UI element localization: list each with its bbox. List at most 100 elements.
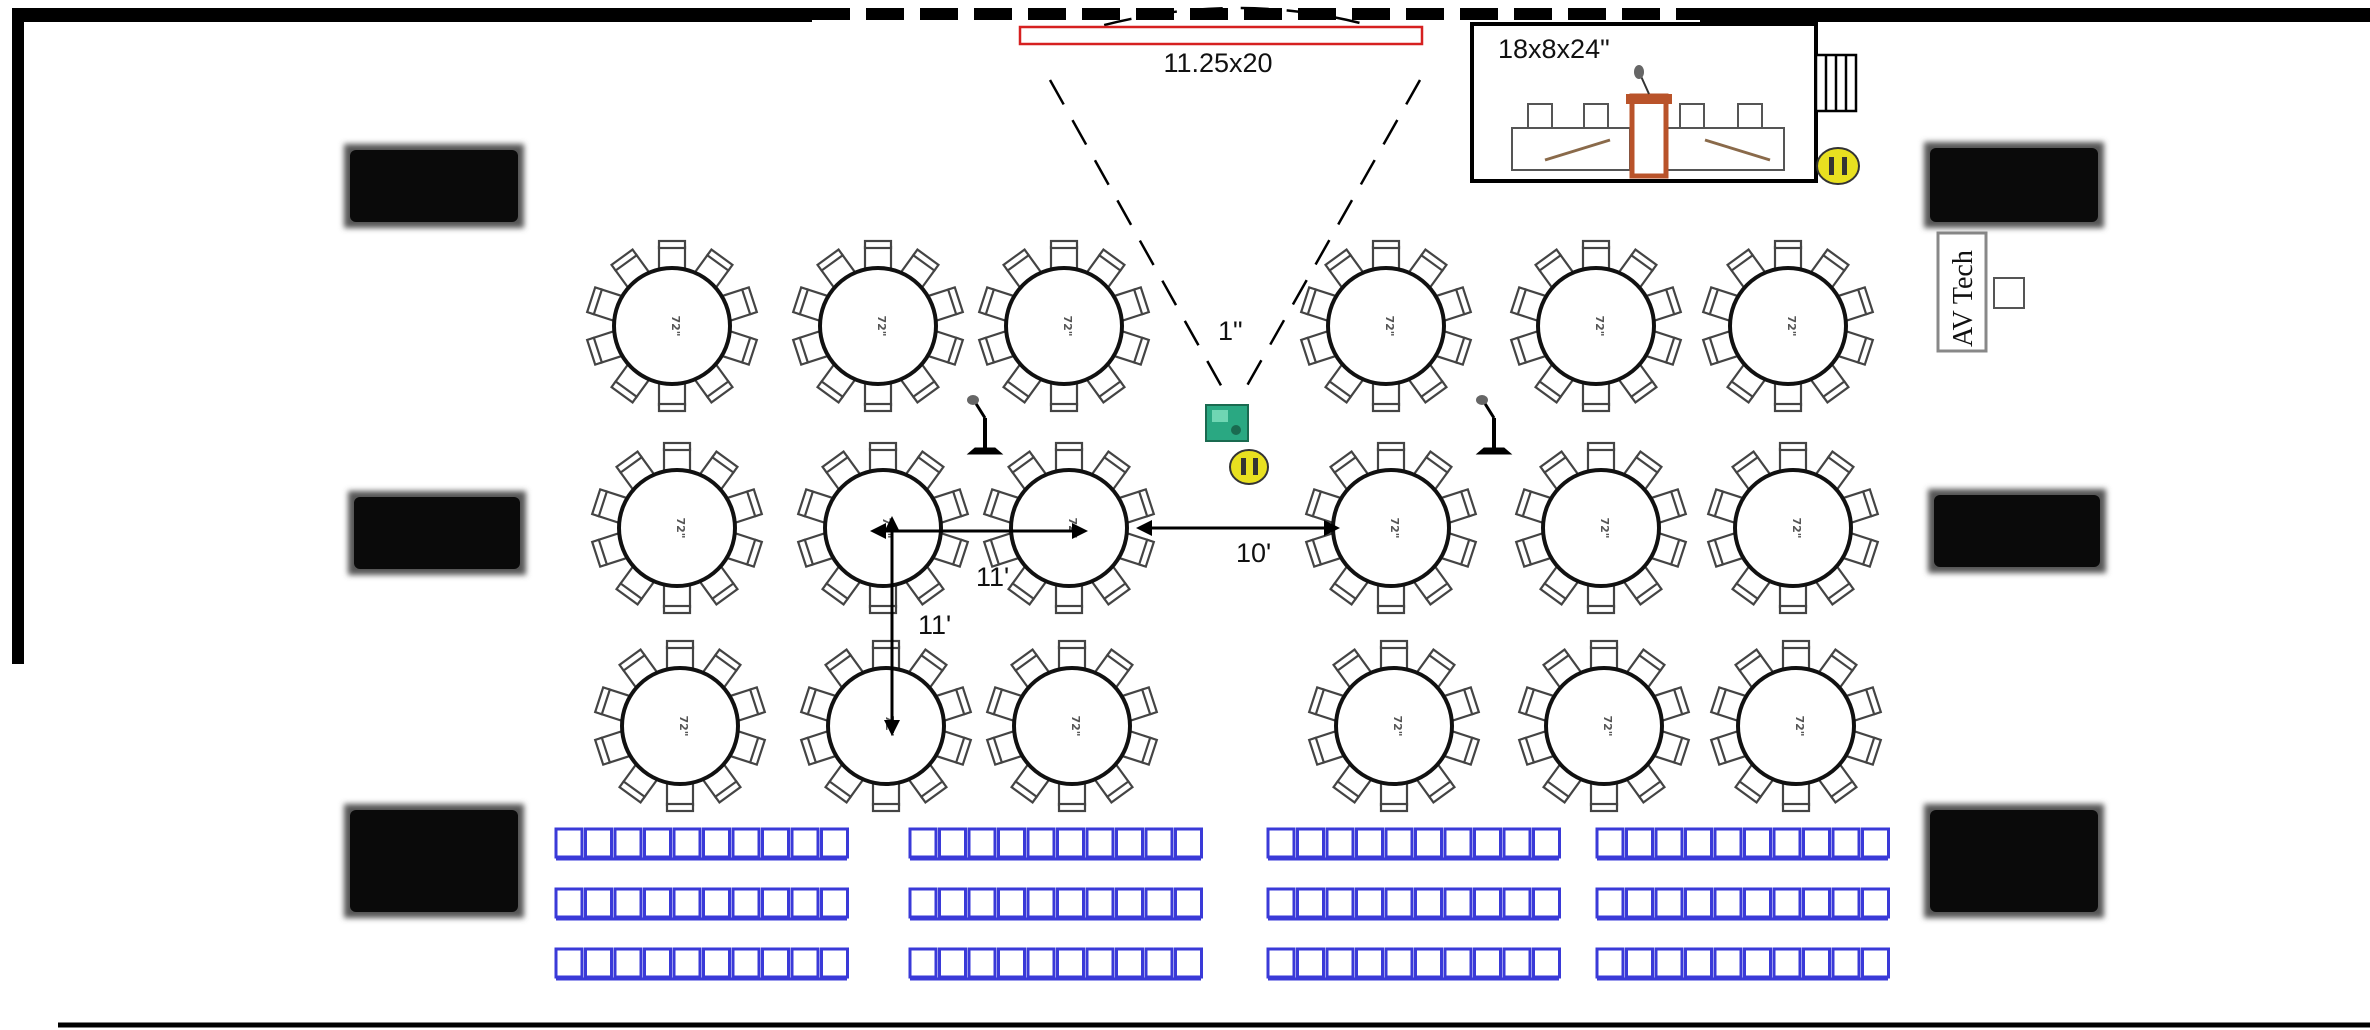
wall-left (12, 8, 24, 664)
chair (1371, 239, 1401, 271)
chair (1541, 648, 1583, 690)
theater-chair (1174, 947, 1203, 979)
projector-icon (1205, 404, 1249, 442)
table-size-label: 72" (1391, 715, 1404, 736)
wall-top-right (1700, 8, 2370, 22)
theater-chair (1325, 887, 1355, 919)
theater-chair (1831, 947, 1861, 979)
chair (863, 381, 893, 413)
chair (823, 762, 865, 804)
chair (1001, 248, 1043, 290)
chair (815, 248, 857, 290)
theater-chair (1532, 827, 1561, 859)
chair (1379, 781, 1409, 813)
table-size-label: 72" (1598, 517, 1611, 538)
theater-chair (967, 827, 997, 859)
theater-chair (1772, 827, 1802, 859)
theater-chair (1414, 887, 1443, 919)
theater-chair (938, 827, 967, 859)
theater-chair (1713, 887, 1743, 919)
table-size-label: 72" (1388, 517, 1401, 538)
theater-chair (613, 887, 643, 919)
theater-chair (1384, 887, 1414, 919)
av-tech-label: AV Tech (1948, 250, 1979, 347)
theater-chair (1802, 827, 1831, 859)
theater-chair (1831, 887, 1861, 919)
theater-chair (1713, 947, 1743, 979)
dimensions (870, 516, 1340, 736)
round-table: 72" (1514, 441, 1688, 615)
chair (1589, 639, 1619, 671)
chair (617, 648, 659, 690)
theater-chair (554, 887, 584, 919)
theater-chair (938, 887, 967, 919)
chair (820, 450, 862, 492)
round-table: 72" (1706, 441, 1880, 615)
theater-chair (1443, 827, 1473, 859)
theater-chair (820, 887, 849, 919)
table-size-label: 72" (669, 315, 682, 336)
theater-chair (1595, 947, 1625, 979)
theater-chair (1861, 827, 1890, 859)
theater-chair (672, 827, 702, 859)
theater-chair (1325, 827, 1355, 859)
theater-chair (1625, 887, 1654, 919)
theater-chair (1355, 887, 1384, 919)
table-size-label: 72" (1069, 715, 1082, 736)
theater-chair (1296, 947, 1325, 979)
theater-chair (1861, 887, 1890, 919)
table-size-label: 72" (1785, 315, 1798, 336)
table-spacing-horizontal-label: 11' (976, 562, 1009, 592)
chair (1541, 762, 1583, 804)
theater-chair (731, 947, 761, 979)
chair (725, 487, 764, 525)
head-chair (1679, 103, 1705, 129)
theater-chair (1502, 887, 1532, 919)
chair (1001, 362, 1043, 404)
theater-chair (761, 947, 790, 979)
table-size-label: 72" (1790, 517, 1803, 538)
screen-size-label: 11.25x20 (1163, 48, 1272, 78)
theater-row (554, 827, 849, 861)
theater-chair (1085, 887, 1115, 919)
theater-chair (1026, 947, 1056, 979)
chair (1049, 381, 1079, 413)
theater-chair (584, 887, 613, 919)
table-size-label: 72" (875, 315, 888, 336)
chair (868, 441, 898, 473)
theater-row (554, 887, 849, 921)
chair (614, 564, 656, 606)
theater-chair (1532, 887, 1561, 919)
theater-chair (1414, 827, 1443, 859)
theater-chair (584, 827, 613, 859)
chair (701, 762, 743, 804)
theater-chair (1625, 947, 1654, 979)
theater-chair (997, 827, 1026, 859)
table-size-label: 72" (1601, 715, 1614, 736)
chair (1773, 239, 1803, 271)
theater-chair (1654, 827, 1684, 859)
theater-chair (1144, 947, 1174, 979)
round-table: 72" (593, 639, 767, 813)
theater-chair (820, 827, 849, 859)
chair (665, 639, 695, 671)
theater-row (1266, 947, 1561, 981)
theater-chair (1743, 827, 1772, 859)
theater-chair (1026, 887, 1056, 919)
round-table: 72" (1709, 639, 1883, 813)
theater-chair (908, 887, 938, 919)
chair (1581, 381, 1611, 413)
chair (1006, 564, 1048, 606)
theater-chair (1861, 947, 1890, 979)
theater-chair (1772, 887, 1802, 919)
chair (662, 583, 692, 615)
theater-chair (790, 947, 820, 979)
lectern-icon (1626, 65, 1672, 179)
theater-chair (1502, 947, 1532, 979)
stage: 18x8x24" (1470, 22, 1858, 183)
chair (1586, 441, 1616, 473)
chair (1090, 450, 1132, 492)
speaker-icon (1924, 804, 2104, 918)
chair (1781, 639, 1811, 671)
